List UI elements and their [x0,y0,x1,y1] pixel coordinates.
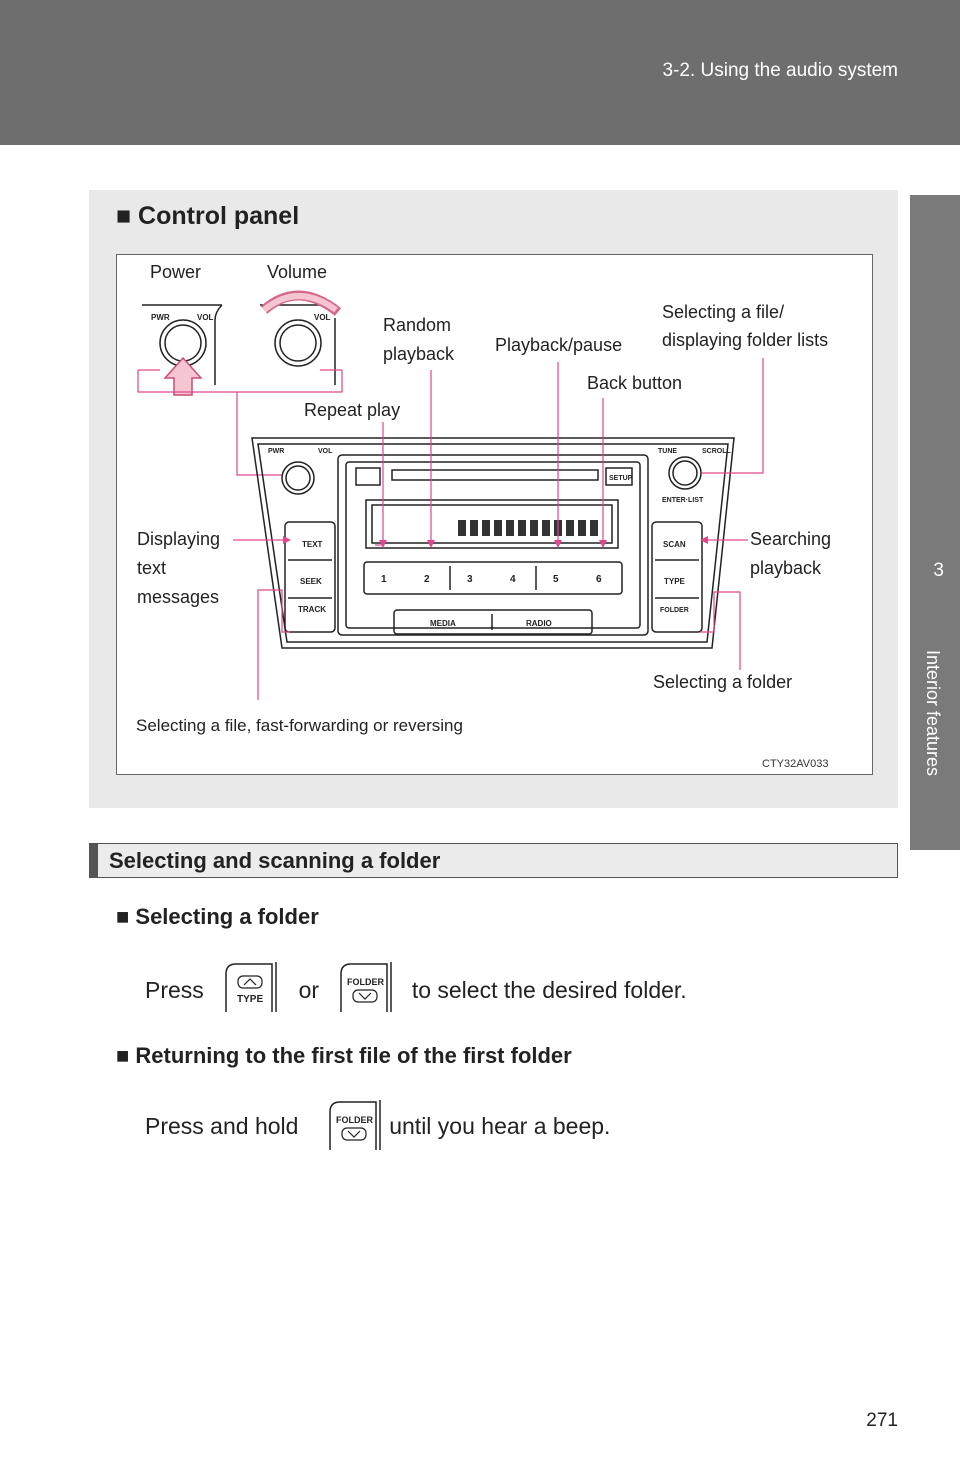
preset-6: 6 [596,574,602,585]
callout-selecting-file-2: displaying folder lists [662,330,829,350]
chapter-number: 3 [933,560,944,581]
header-title: 3-2. Using the audio system [662,60,898,81]
preset-2: 2 [424,574,430,585]
sub-heading-returning: ■ Returning to the first file of the fir… [116,1043,572,1068]
unit-type-label: TYPE [664,577,686,586]
sub-heading-selecting-folder: ■ Selecting a folder [116,904,319,929]
unit-radio-label: RADIO [526,619,552,628]
figure-code: CTY32AV033 [762,758,829,770]
inset-vol-label: VOL [197,313,214,322]
page-header [0,0,960,145]
callout-random-2: playback [383,344,455,364]
type-button-icon: TYPE [225,962,277,1012]
type-button-label: TYPE [237,994,263,1005]
unit-pwr-label: PWR [268,448,284,455]
folder-button-label: FOLDER [347,977,384,987]
chapter-label: Interior features [923,650,943,777]
unit-folder-label: FOLDER [660,607,689,614]
callout-selecting-file-1: Selecting a file/ [662,302,785,322]
control-panel-heading: ■ Control panel [116,202,300,230]
callout-searching-1: Searching [750,529,832,549]
unit-media-label: MEDIA [430,619,456,628]
inset-vol-label-2: VOL [314,313,331,322]
callout-random-1: Random [383,315,452,335]
folder-button-icon-2: FOLDER [329,1100,381,1150]
preset-1: 1 [381,574,387,585]
callout-searching-2: playback [750,558,822,578]
unit-seek-label: SEEK [300,577,322,586]
callout-playback-pause: Playback/pause [495,335,623,355]
page-number: 271 [866,1410,898,1431]
section-title-bar [89,843,898,878]
unit-scan-label: SCAN [663,540,686,549]
unit-setup-label: SETUP [609,475,633,482]
chapter-side-tab [910,195,960,850]
inset-pwr-label: PWR [151,313,170,322]
unit-scroll-label: SCROLL [702,448,732,455]
unit-text-label: TEXT [302,540,323,549]
press-text: Press [145,977,204,1003]
unit-vol-label: VOL [318,448,333,455]
preset-5: 5 [553,574,559,585]
or-text: or [298,977,320,1003]
preset-3: 3 [467,574,473,585]
select-folder-tail: to select the desired folder. [411,977,687,1003]
press-hold-text: Press and hold [145,1113,299,1139]
callout-displaying-3: messages [137,587,220,607]
folder-button-icon: FOLDER [340,962,392,1012]
callout-selecting-folder: Selecting a folder [653,672,793,692]
callout-displaying-2: text [137,558,167,578]
folder-button-label-2: FOLDER [336,1115,373,1125]
callout-volume: Volume [267,262,328,282]
section-title: Selecting and scanning a folder [109,848,441,873]
callout-displaying-1: Displaying [137,529,221,549]
unit-enter-list-label: ENTER·LIST [662,497,704,504]
return-tail: until you hear a beep. [389,1113,611,1139]
unit-tune-label: TUNE [658,448,677,455]
callout-power: Power [150,262,202,282]
preset-4: 4 [510,574,516,585]
power-press-arrow [163,356,203,396]
callout-repeat-play: Repeat play [304,400,401,420]
callout-selecting-file-ff: Selecting a file, fast-forwarding or rev… [136,716,463,735]
unit-track-label: TRACK [298,605,326,614]
control-panel-figure [116,254,873,775]
callout-back-button: Back button [587,373,683,393]
instruction-return-first: Press and hold until you hear a beep. [145,1113,610,1140]
instruction-select-folder: Press or to select the desired folder. [145,977,687,1004]
